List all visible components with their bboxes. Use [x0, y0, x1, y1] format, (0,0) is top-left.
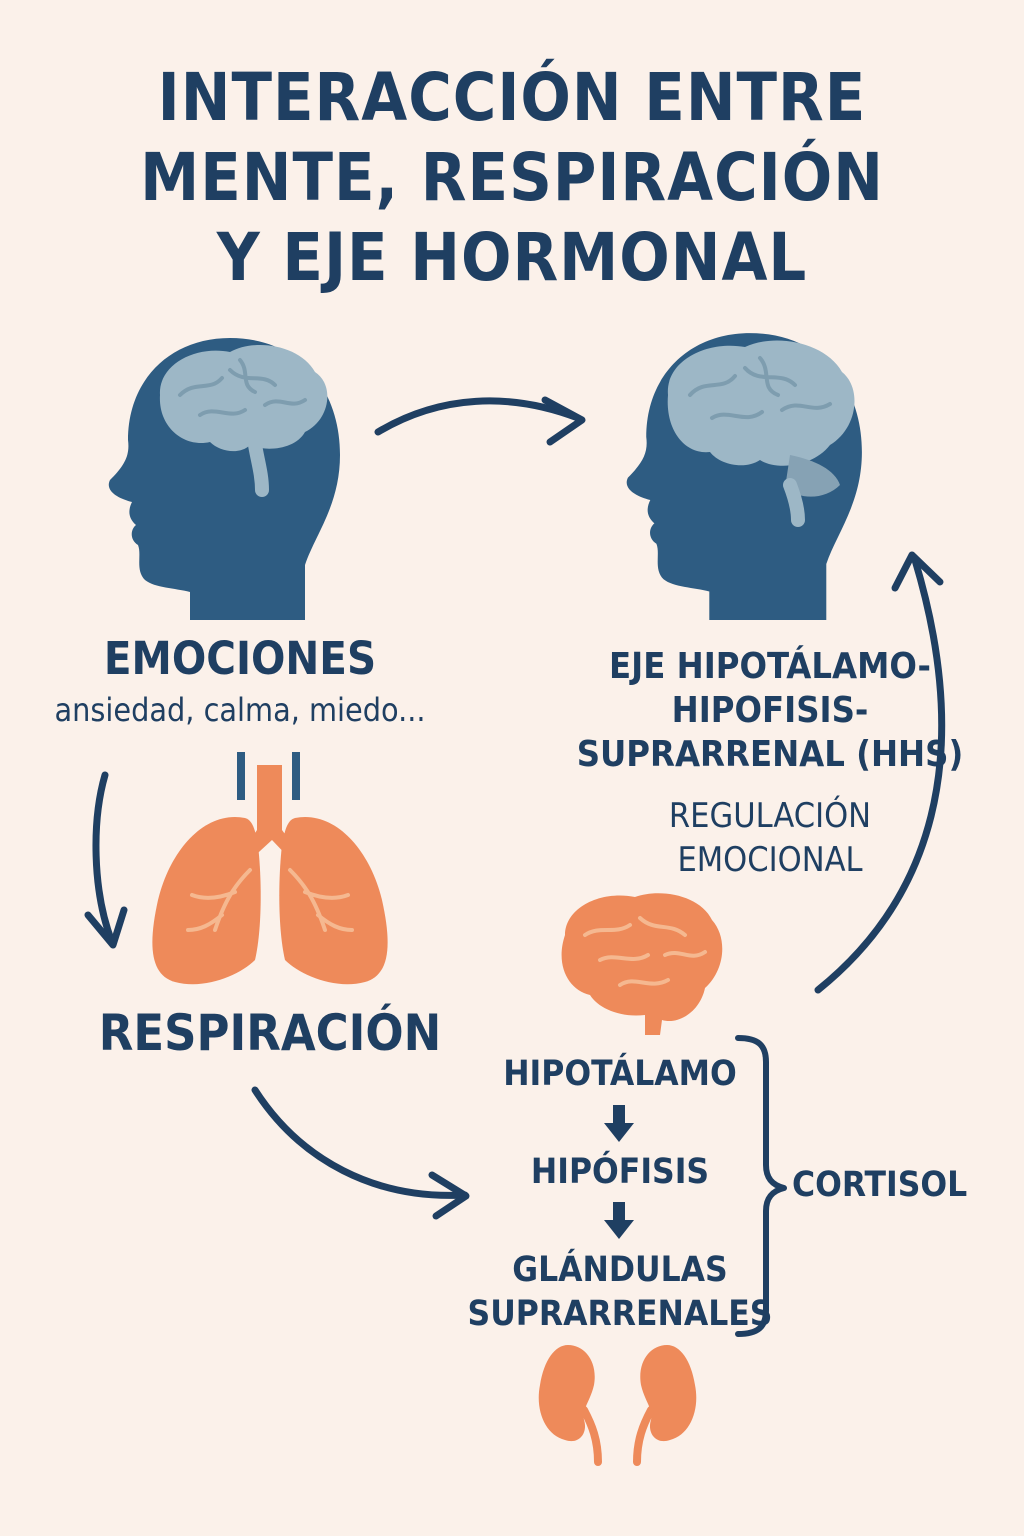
regulacion-line-1: REGULACIÓN [668, 796, 872, 836]
brain-icon-orange [561, 893, 723, 1035]
emociones-subtitle: ansiedad, calma, miedo... [54, 691, 426, 729]
arrow-icon-left [84, 771, 128, 949]
step-glandulas: GLÁNDULAS SUPRARRENALES [460, 1248, 780, 1336]
title-line-3: Y EJE HORMONAL [216, 219, 808, 296]
regulacion-line-2: EMOCIONAL [677, 840, 863, 880]
brain-icon-right [667, 340, 855, 527]
emociones-heading: EMOCIONES [103, 632, 377, 685]
arrow-icon-right [814, 551, 946, 994]
arrow-icon-top [374, 396, 586, 446]
cortisol-label: CORTISOL [792, 1165, 968, 1205]
step-glandulas-line-2: SUPRARRENALES [467, 1294, 773, 1334]
page-title: INTERACCIÓN ENTRE MENTE, RESPIRACIÓN Y E… [0, 58, 1024, 298]
eje-line-3: SUPRARRENAL (HHS) [576, 734, 964, 775]
step-hipotalamo: HIPOTÁLAMO [503, 1054, 737, 1094]
respiracion-heading: RESPIRACIÓN [98, 1004, 442, 1062]
eje-label: EJE HIPOTÁLAMO- HIPOFISIS- SUPRARRENAL (… [560, 645, 980, 777]
arrow-icon-bottom [251, 1086, 470, 1220]
kidneys-icon [538, 1345, 697, 1466]
head-brain-icon-left [108, 338, 340, 620]
arrow-icon-down-1 [604, 1105, 634, 1142]
brace-icon [735, 1035, 787, 1337]
arrow-icon-down-2 [604, 1202, 634, 1239]
lungs-icon [152, 752, 388, 985]
title-line-2: MENTE, RESPIRACIÓN [140, 139, 884, 216]
eje-line-1: EJE HIPOTÁLAMO- [609, 646, 931, 687]
step-hipofisis: HIPÓFISIS [530, 1152, 710, 1192]
eje-line-2: HIPOFISIS- [671, 690, 869, 731]
head-brain-icon-right [626, 333, 862, 620]
regulacion-label: REGULACIÓN EMOCIONAL [600, 794, 940, 882]
title-line-1: INTERACCIÓN ENTRE [157, 59, 867, 136]
brain-icon-left [159, 344, 328, 497]
step-glandulas-line-1: GLÁNDULAS [512, 1250, 728, 1290]
